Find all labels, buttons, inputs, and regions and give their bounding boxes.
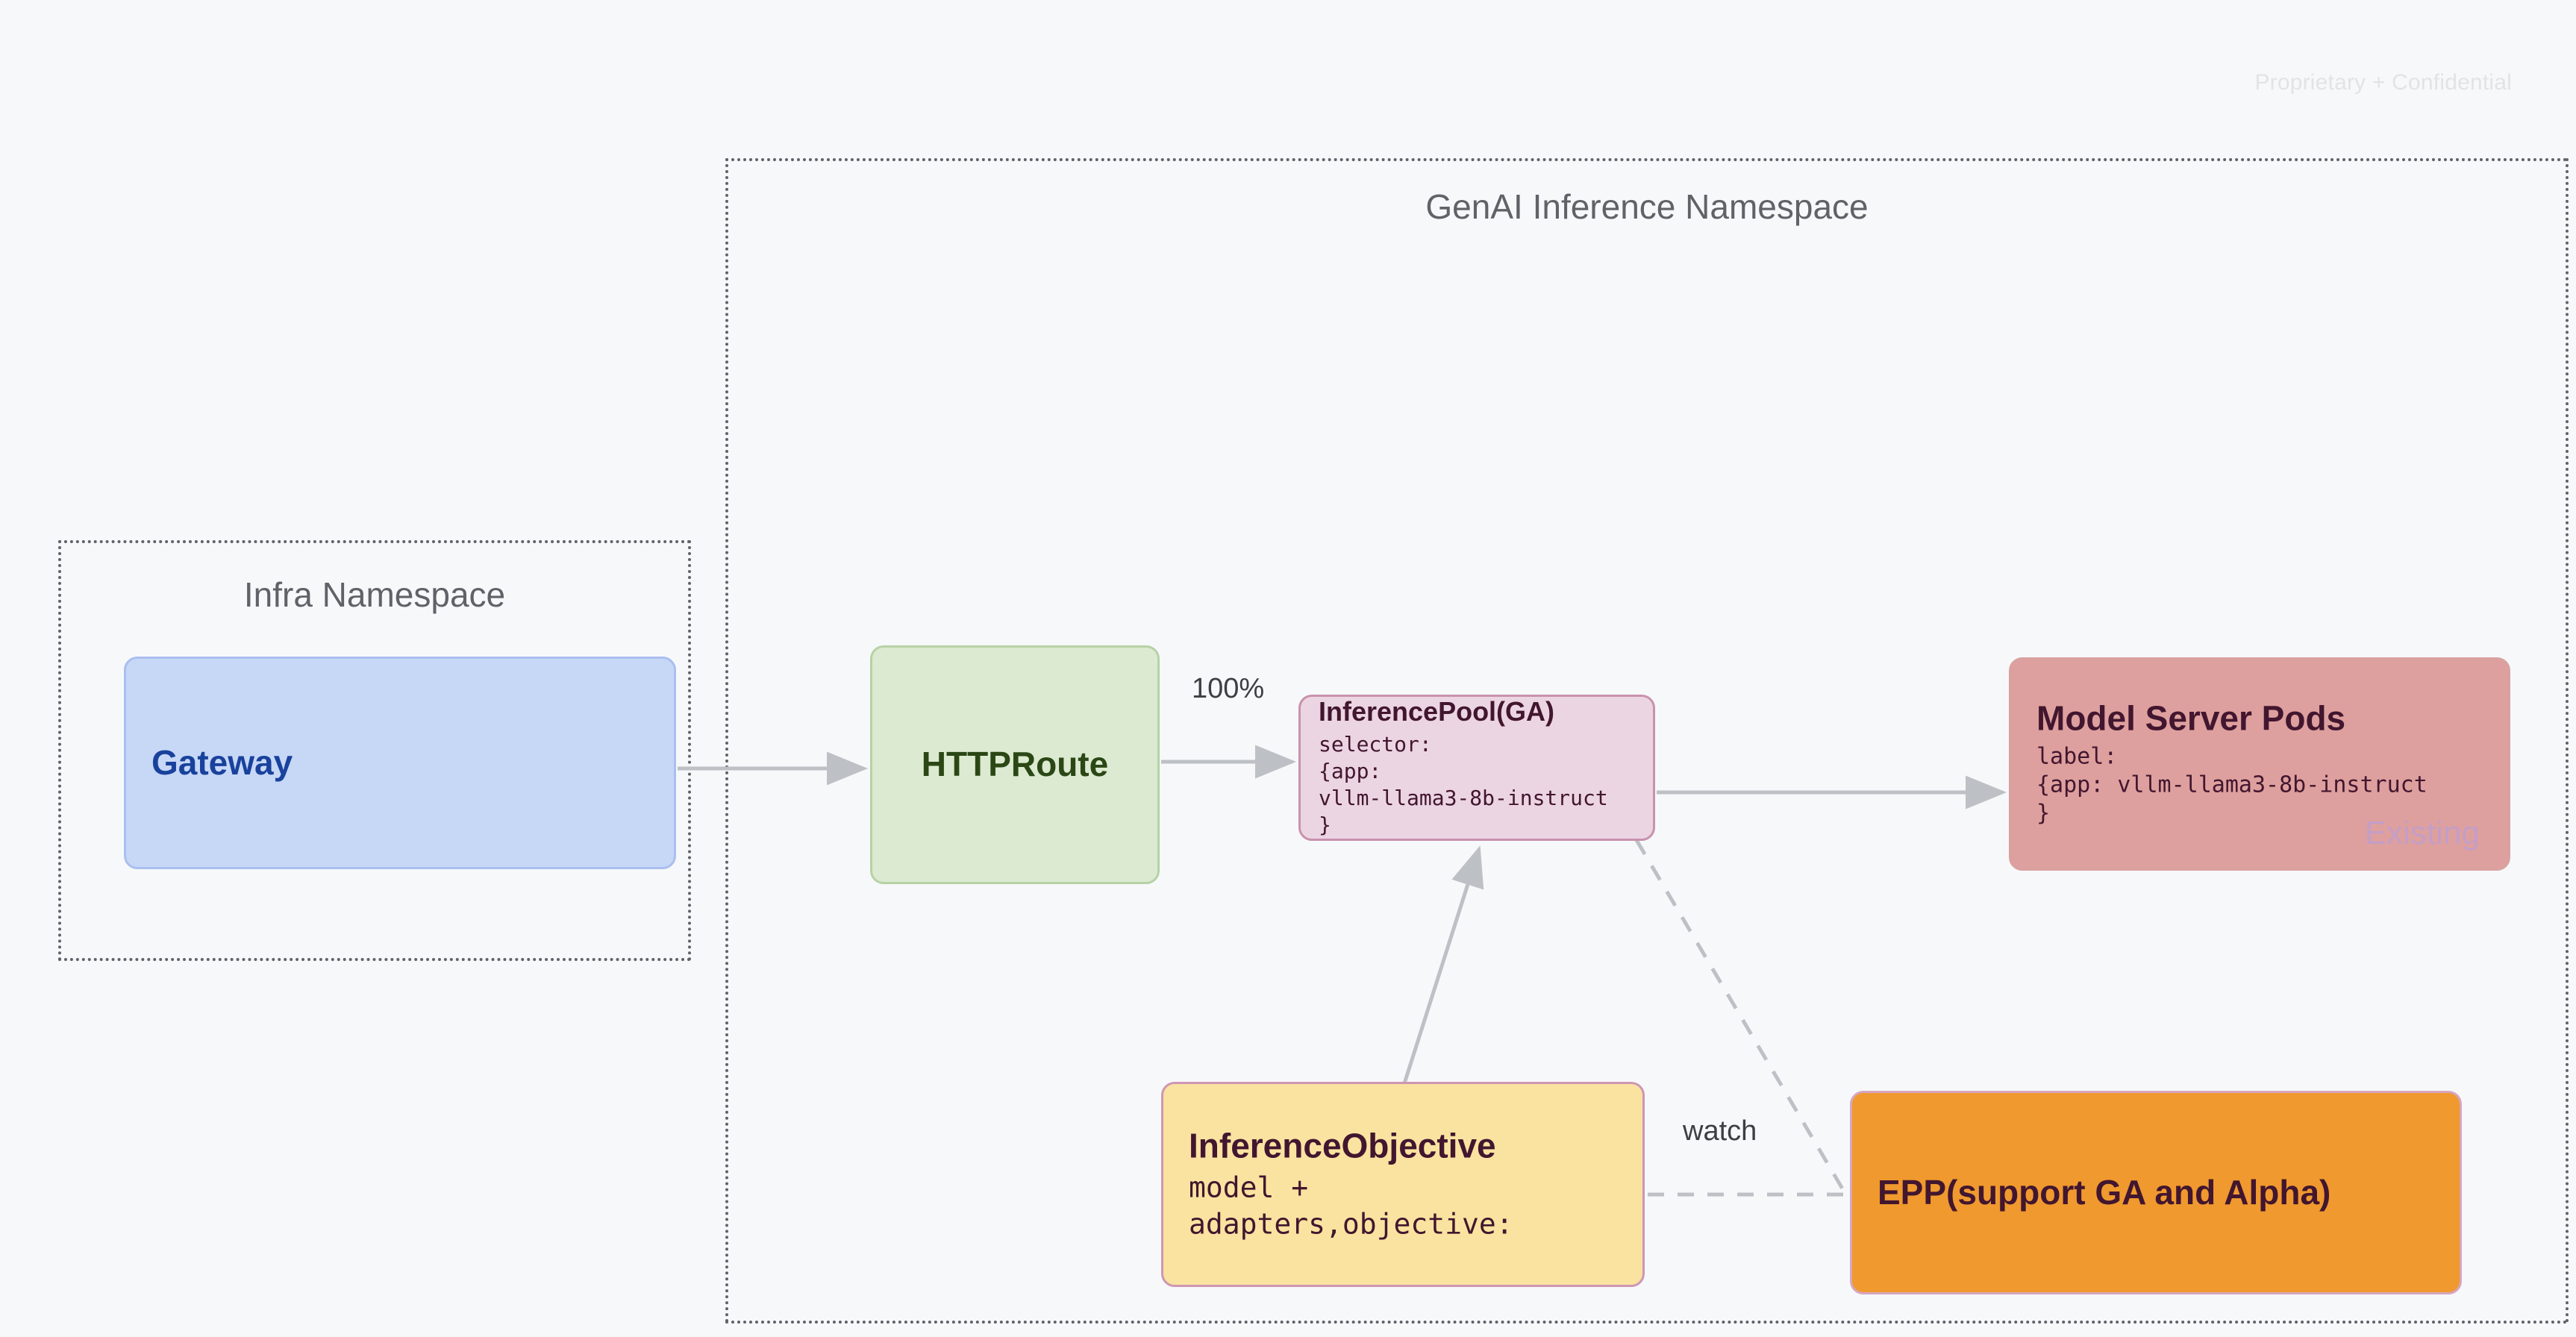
node-model-server-pods-title: Model Server Pods: [2036, 698, 2346, 738]
node-gateway-title: Gateway: [151, 742, 293, 782]
confidential-notice: Proprietary + Confidential: [2254, 70, 2512, 95]
node-inferenceobjective-body: model + adapters,objective:: [1189, 1171, 1513, 1241]
node-model-server-pods-body: label: {app: vllm-llama3-8b-instruct }: [2036, 743, 2427, 827]
namespace-genai-inference: [725, 158, 2569, 1324]
node-model-server-pods[interactable]: Model Server Pods label: {app: vllm-llam…: [2009, 657, 2510, 871]
existing-watermark: Existing: [2364, 815, 2480, 851]
node-inferenceobjective-title: InferenceObjective: [1189, 1126, 1496, 1165]
edge-label-100-percent: 100%: [1192, 673, 1265, 704]
node-inferencepool-title: InferencePool(GA): [1319, 696, 1555, 727]
edge-label-watch: watch: [1683, 1115, 1757, 1147]
node-gateway[interactable]: Gateway: [124, 657, 676, 869]
namespace-infra-title: Infra Namespace: [243, 575, 506, 614]
node-inferenceobjective[interactable]: InferenceObjective model + adapters,obje…: [1161, 1082, 1645, 1287]
namespace-genai-inference-title: GenAI Inference Namespace: [1425, 187, 1869, 226]
node-inferencepool-body: selector: {app: vllm-llama3-8b-instruct …: [1319, 732, 1608, 837]
namespace-infra: [58, 540, 691, 961]
node-epp[interactable]: EPP(support GA and Alpha): [1850, 1091, 2462, 1294]
node-inferencepool[interactable]: InferencePool(GA) selector: {app: vllm-l…: [1298, 695, 1655, 841]
node-httproute[interactable]: HTTPRoute: [870, 645, 1160, 884]
node-httproute-title: HTTPRoute: [921, 745, 1109, 784]
node-epp-title: EPP(support GA and Alpha): [1878, 1172, 2331, 1212]
